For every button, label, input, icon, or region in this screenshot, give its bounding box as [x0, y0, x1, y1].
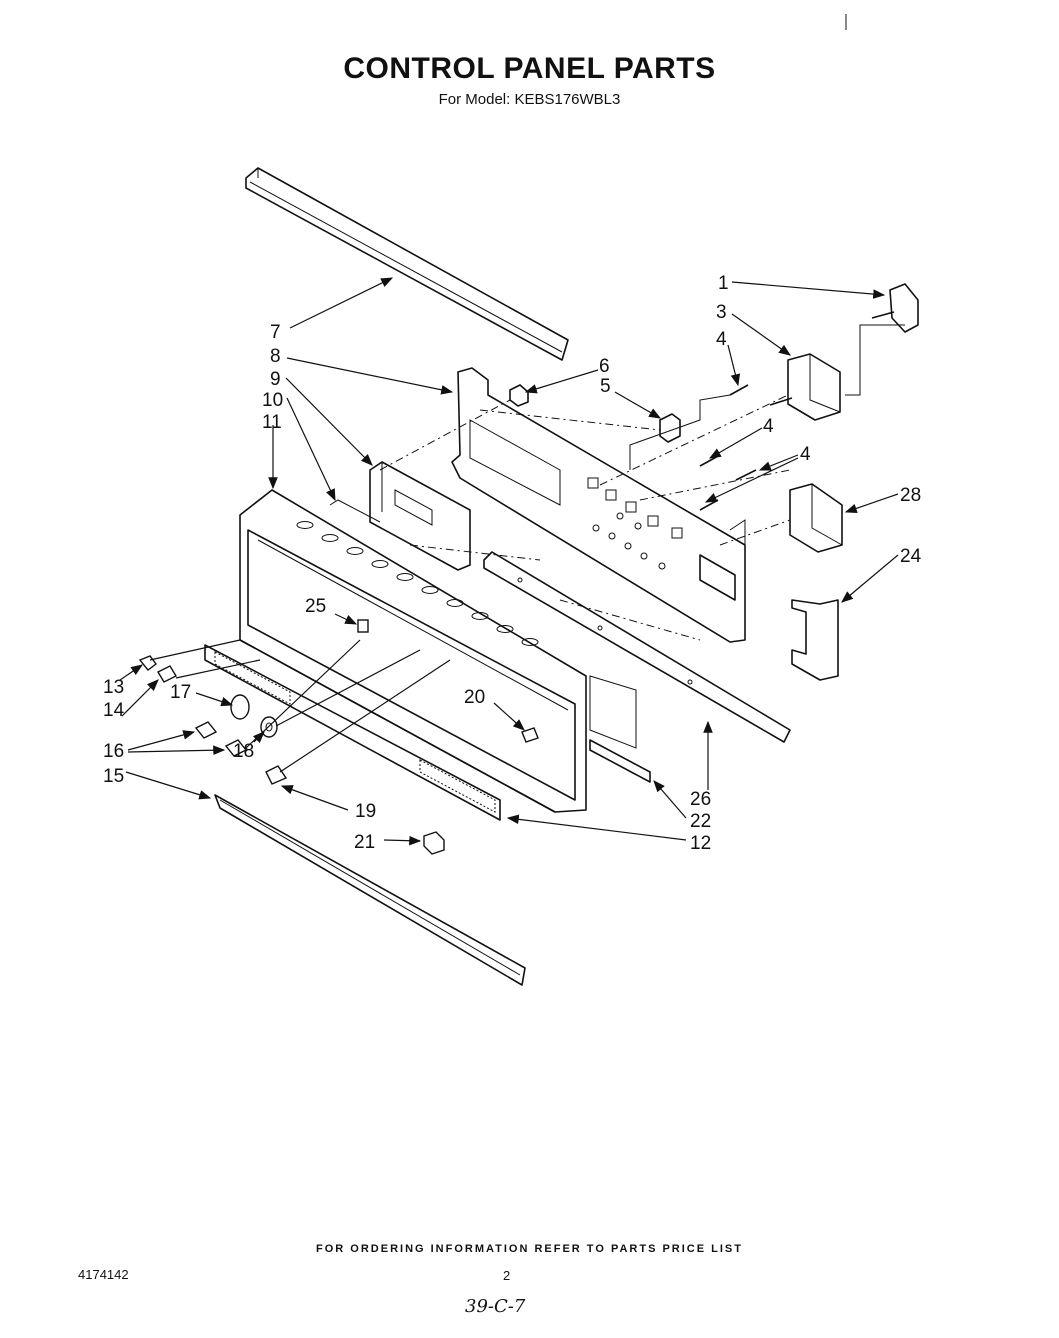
part-1-switch — [845, 283, 919, 396]
page-title: CONTROL PANEL PARTS — [343, 52, 716, 85]
panel-holes — [587, 477, 683, 570]
part-8-back-panel — [451, 367, 746, 643]
callout-20: 20 — [464, 687, 485, 708]
callout-1: 1 — [718, 273, 729, 294]
ordering-note: FOR ORDERING INFORMATION REFER TO PARTS … — [316, 1243, 743, 1255]
part-14-button — [157, 665, 177, 683]
part-4-connectors — [699, 384, 757, 511]
callout-15: 15 — [103, 766, 124, 787]
callout-4-lower: 4 — [800, 444, 811, 465]
callout-labels: 1 3 4 4 4 5 6 7 8 9 10 11 12 13 14 15 16… — [103, 273, 922, 854]
part-24-bracket — [791, 599, 839, 681]
callout-9: 9 — [270, 369, 281, 390]
callout-11: 11 — [262, 412, 282, 433]
callout-4-middle: 4 — [763, 416, 774, 437]
part-16-knob-upper — [194, 721, 218, 739]
document-number: 4174142 — [78, 1267, 129, 1282]
callout-16: 16 — [103, 741, 124, 762]
part-7-top-trim — [245, 167, 569, 361]
callout-8: 8 — [270, 346, 281, 367]
part-25-light — [357, 619, 369, 633]
callout-22: 22 — [690, 811, 711, 832]
part-21-clip — [423, 831, 445, 855]
callout-19: 19 — [355, 801, 376, 822]
window-panel — [589, 675, 637, 749]
part-19-knob — [265, 765, 288, 785]
wiring-lines — [379, 394, 791, 641]
callout-10: 10 — [262, 390, 283, 411]
part-17-disc — [230, 694, 250, 720]
part-12-vent-grille — [204, 644, 501, 821]
frame-slots — [296, 521, 539, 646]
callout-13: 13 — [103, 677, 124, 698]
callout-7: 7 — [270, 322, 281, 343]
part-6-nut — [509, 384, 529, 407]
callout-28: 28 — [900, 485, 921, 506]
callout-12: 12 — [690, 833, 711, 854]
callout-4-upper: 4 — [716, 329, 727, 350]
page-number: 2 — [503, 1268, 511, 1283]
part-10-overlay — [329, 499, 381, 523]
part-5-connector — [659, 413, 681, 443]
part-22-strip — [589, 739, 651, 783]
part-26-rail — [483, 551, 791, 743]
handwritten-note: 39-C-7 — [465, 1296, 526, 1317]
part-3-switch-block — [769, 353, 841, 421]
callout-17: 17 — [170, 682, 191, 703]
part-28-relay — [789, 483, 843, 553]
callout-18: 18 — [233, 741, 254, 762]
leader-lines — [119, 277, 899, 846]
part-20-clip — [521, 727, 539, 743]
part-9-display-module — [369, 461, 471, 571]
part-15-bottom-trim — [214, 794, 526, 986]
callout-3: 3 — [716, 302, 727, 323]
model-subtitle: For Model: KEBS176WBL3 — [438, 91, 621, 108]
callout-21: 21 — [354, 832, 375, 853]
callout-26: 26 — [690, 789, 711, 810]
part-13-button — [138, 655, 157, 671]
callout-5: 5 — [600, 376, 611, 397]
part-16-knob-lower — [224, 739, 248, 757]
callout-24: 24 — [900, 546, 922, 567]
callout-14: 14 — [103, 700, 125, 721]
callout-25: 25 — [305, 596, 326, 617]
callout-6: 6 — [599, 356, 610, 377]
